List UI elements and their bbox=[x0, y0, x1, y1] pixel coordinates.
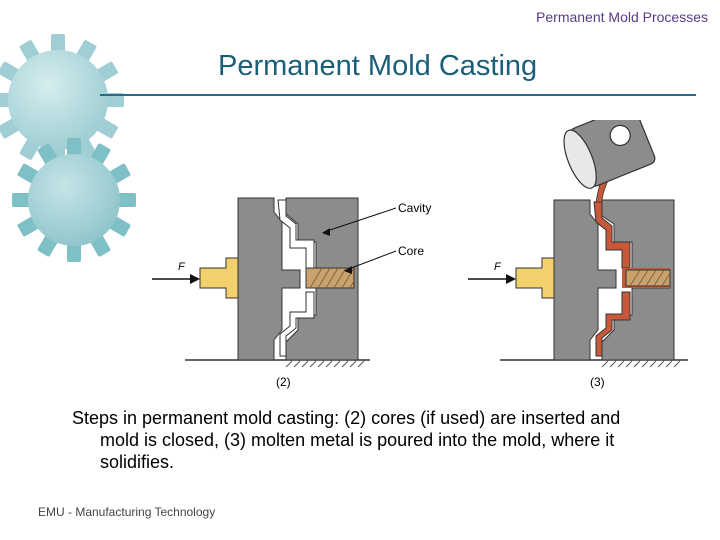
mold-half-left bbox=[237, 197, 301, 361]
step-3-diagram: F (3) bbox=[468, 120, 688, 389]
force-bar bbox=[515, 257, 555, 299]
caption-line: Steps in permanent mold casting: (2) cor… bbox=[72, 408, 621, 428]
cavity-label: Cavity bbox=[398, 201, 431, 215]
arrow-right-icon bbox=[190, 274, 200, 284]
step-2-diagram: F Cavity Core (2) bbox=[152, 197, 431, 389]
step-3-label: (3) bbox=[590, 375, 605, 389]
arrow-right-icon bbox=[506, 274, 516, 284]
slide-title: Permanent Mold Casting bbox=[218, 50, 538, 82]
ladle-icon bbox=[563, 120, 656, 189]
mold-half-left bbox=[553, 199, 617, 361]
footer-text: EMU - Manufacturing Technology bbox=[38, 505, 216, 519]
step-2-label: (2) bbox=[276, 375, 291, 389]
force-label: F bbox=[178, 261, 186, 273]
force-bar bbox=[199, 257, 239, 299]
gear-icon bbox=[0, 34, 124, 166]
title-divider bbox=[100, 94, 696, 96]
slide-caption: Steps in permanent mold casting: (2) cor… bbox=[72, 407, 692, 473]
core-label: Core bbox=[398, 244, 424, 258]
force-label: F bbox=[494, 261, 502, 273]
caption-line: mold is closed, (3) molten metal is pour… bbox=[100, 430, 615, 450]
casting-diagram: F Cavity Core (2) bbox=[152, 120, 688, 389]
gear-icon bbox=[12, 138, 136, 262]
caption-line: solidifies. bbox=[100, 452, 175, 472]
gear-decoration bbox=[0, 34, 136, 262]
section-header: Permanent Mold Processes bbox=[536, 9, 708, 25]
